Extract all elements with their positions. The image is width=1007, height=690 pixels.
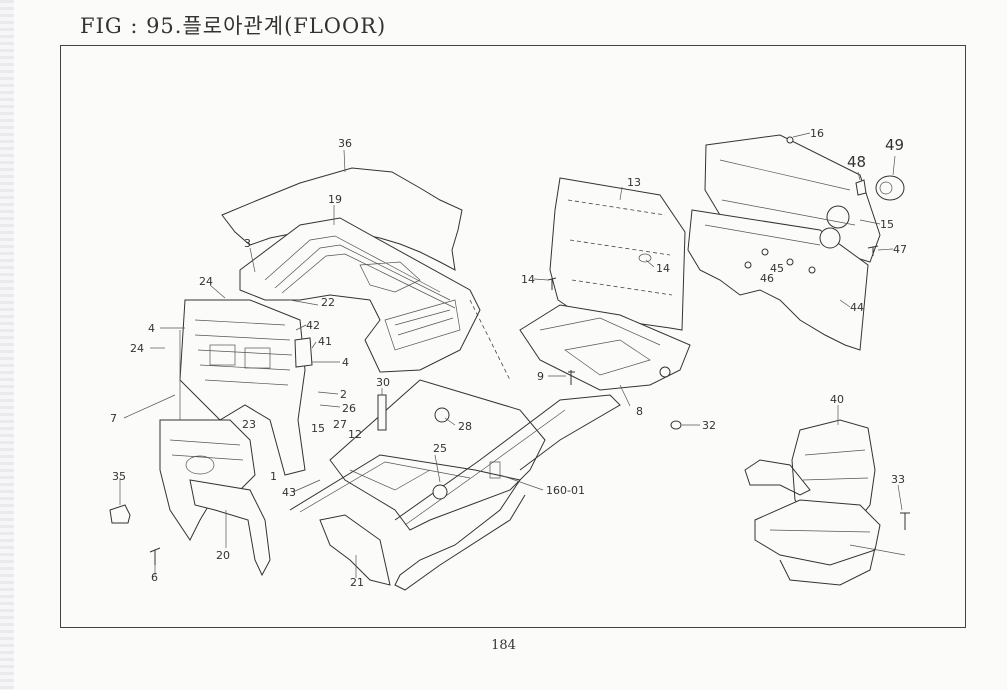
callout-160-01: 160-01 [546, 484, 585, 497]
callout-25: 25 [433, 442, 447, 455]
operator-seat [744, 419, 906, 586]
callout-44: 44 [850, 301, 864, 314]
callout-21: 21 [350, 576, 364, 589]
bolt-47 [867, 245, 879, 256]
callout-15b: 15 [880, 218, 894, 231]
callout-1: 1 [270, 470, 277, 483]
callout-46: 46 [760, 272, 774, 285]
callout-28: 28 [458, 420, 472, 433]
callout-36: 36 [338, 137, 352, 150]
washer-32 [670, 420, 682, 430]
floor-plate-center [239, 217, 481, 373]
callout-20: 20 [216, 549, 230, 562]
callout-41: 41 [318, 335, 332, 348]
callout-13: 13 [627, 176, 641, 189]
floor-plate-8 [519, 304, 691, 391]
lower-left-panel [159, 419, 271, 577]
page-number: 184 [491, 638, 516, 653]
clip-48 [855, 179, 867, 196]
scan-edge [0, 0, 14, 690]
callout-27: 27 [333, 418, 347, 431]
grommet-49 [875, 175, 905, 201]
callout-3: 3 [244, 237, 251, 250]
callout-35: 35 [112, 470, 126, 483]
callout-42: 42 [306, 319, 320, 332]
floor-frame [289, 299, 621, 591]
callout-26: 26 [342, 402, 356, 415]
callout-6: 6 [151, 571, 158, 584]
callout-16: 16 [810, 127, 824, 140]
bolt-6 [149, 547, 161, 565]
callout-30: 30 [376, 376, 390, 389]
callout-23: 23 [242, 418, 256, 431]
callout-32: 32 [702, 419, 716, 432]
callout-8: 8 [636, 405, 643, 418]
callout-49: 49 [885, 136, 904, 154]
figure-title: FIG : 95.플로아관계(FLOOR) [80, 14, 387, 38]
floor-mat [221, 167, 463, 271]
bolt-9 [568, 370, 575, 385]
callout-15: 15 [311, 422, 325, 435]
callout-2: 2 [340, 388, 347, 401]
dash-panel-assembly [179, 299, 313, 476]
callout-33: 33 [891, 473, 905, 486]
bracket-35 [109, 504, 131, 524]
callout-14a: 14 [521, 273, 535, 286]
callout-40: 40 [830, 393, 844, 406]
callout-12: 12 [348, 428, 362, 441]
leader-lines [119, 132, 903, 578]
callout-43: 43 [282, 486, 296, 499]
bolt-33 [900, 512, 910, 530]
callout-4: 4 [148, 322, 155, 335]
diagram-frame [60, 45, 966, 628]
callout-19: 19 [328, 193, 342, 206]
callout-7: 7 [110, 412, 117, 425]
callout-22: 22 [321, 296, 335, 309]
callout-48: 48 [847, 153, 866, 171]
callout-24: 24 [199, 275, 213, 288]
callout-4b: 4 [342, 356, 349, 369]
callout-24b: 24 [130, 342, 144, 355]
callout-14b: 14 [656, 262, 670, 275]
callout-45: 45 [770, 262, 784, 275]
callout-47: 47 [893, 243, 907, 256]
cover-panel-lower [687, 209, 869, 351]
callout-labels: 36 19 3 24 22 4 24 42 41 4 2 26 7 23 15 … [110, 127, 907, 589]
callout-9: 9 [537, 370, 544, 383]
bolt-14 [547, 277, 557, 290]
